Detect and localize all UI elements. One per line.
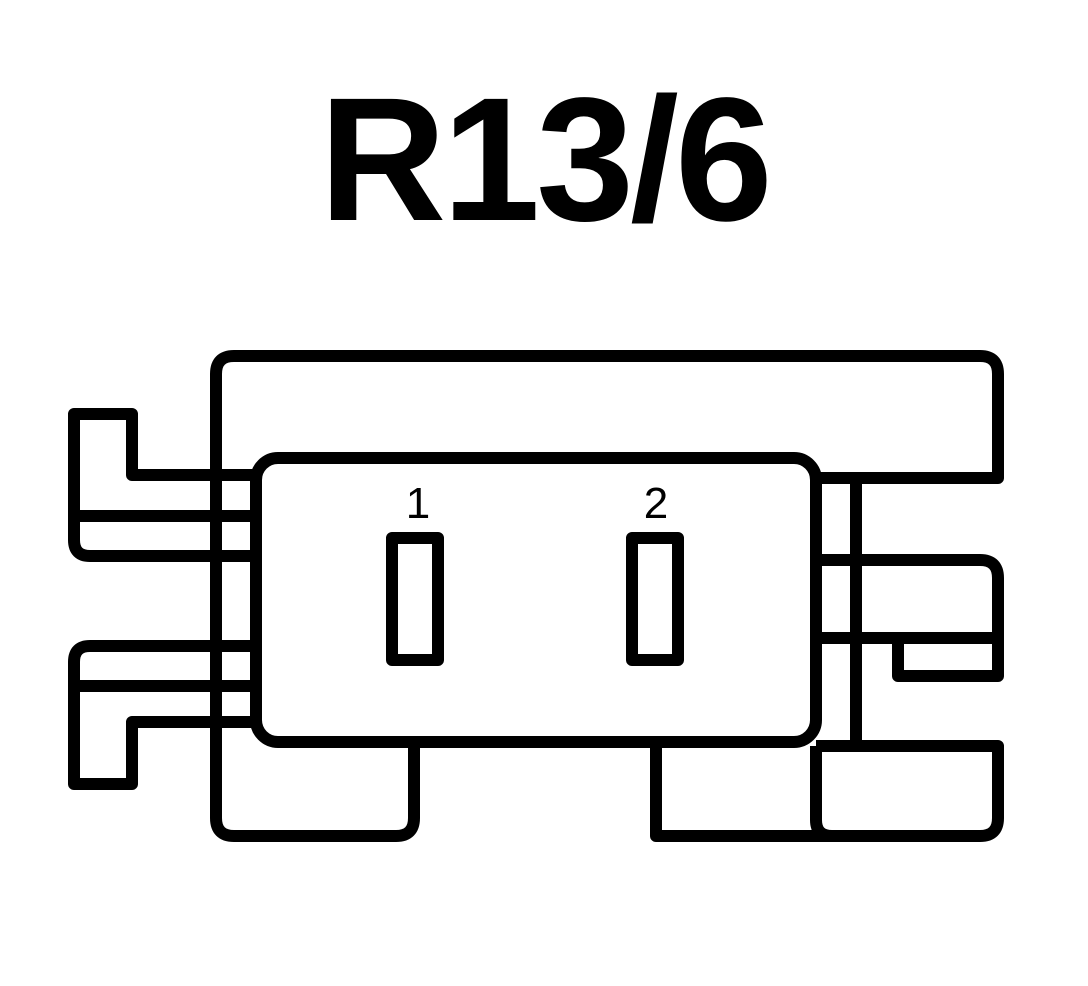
connector-body	[250, 452, 822, 748]
bottom-right-foot	[650, 740, 1004, 842]
connector-title: R13/6	[319, 62, 773, 258]
pin-1-cavity	[386, 532, 444, 666]
bottom-right-foot-divider	[810, 746, 833, 842]
left-lower-latch	[68, 640, 254, 790]
pin-1-label: 1	[406, 479, 430, 528]
left-upper-latch	[68, 408, 254, 562]
bottom-left-foot	[210, 740, 420, 842]
right-latch	[816, 554, 1004, 682]
pin-2-cavity	[626, 532, 684, 666]
housing-top-ledge	[210, 350, 1004, 484]
pin-2-label: 2	[644, 479, 668, 528]
